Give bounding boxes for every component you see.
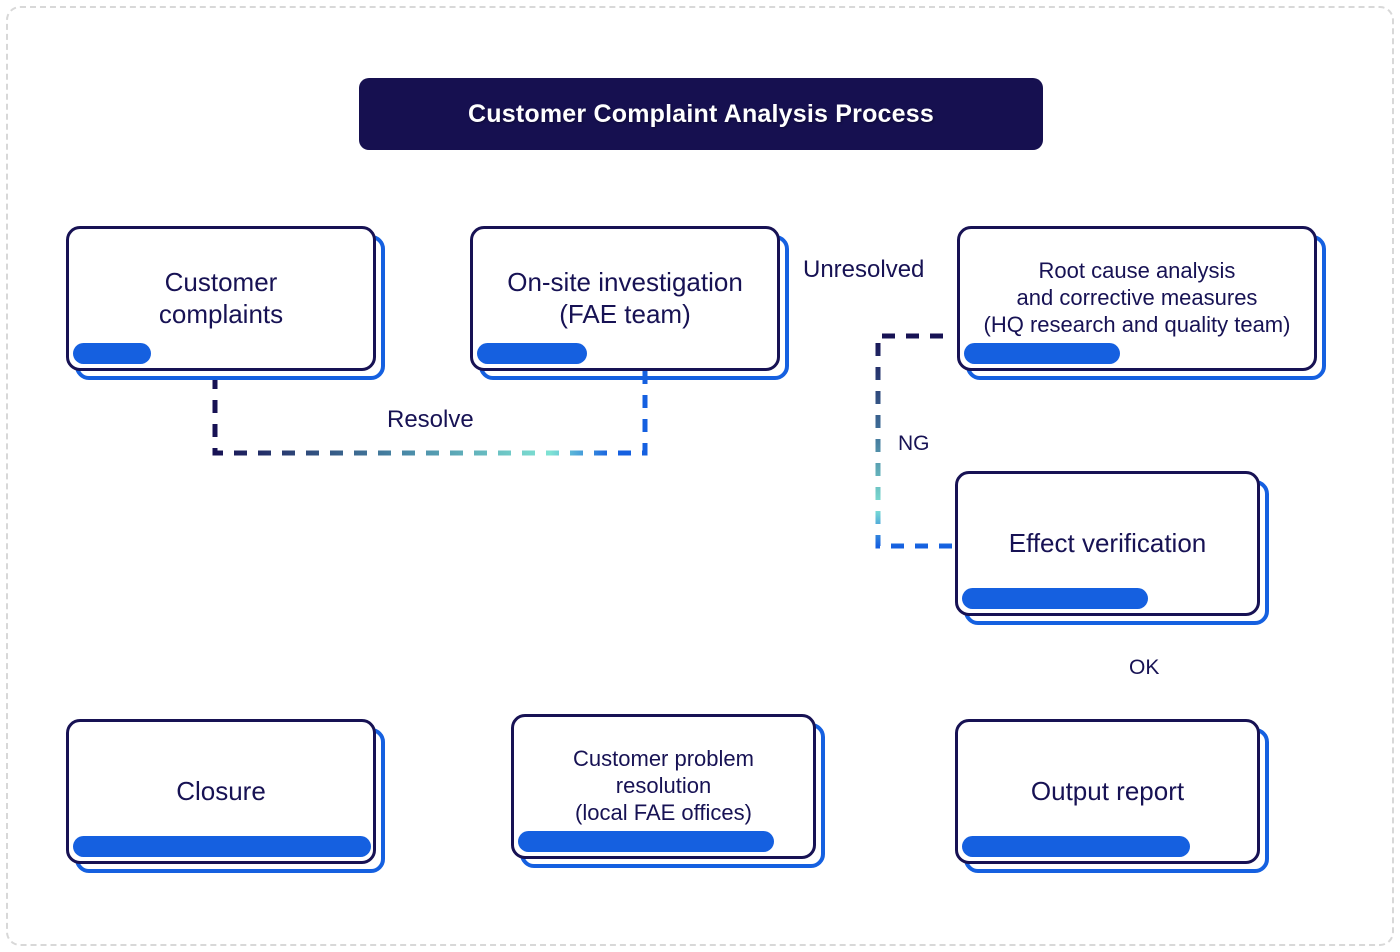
node-effect-verification[interactable]: Effect verification [955, 471, 1269, 625]
node-accent-bar [518, 831, 774, 852]
node-accent-bar [962, 836, 1190, 857]
node-root-cause-analysis[interactable]: Root cause analysis and corrective measu… [957, 226, 1326, 380]
node-card: Closure [66, 719, 376, 864]
node-output-report[interactable]: Output report [955, 719, 1269, 873]
node-label: Root cause analysis and corrective measu… [983, 258, 1291, 337]
edge-label-ng: NG [898, 432, 930, 455]
diagram-title: Customer Complaint Analysis Process [468, 99, 934, 128]
edge-label-ok: OK [1129, 656, 1160, 679]
edge-effect-to-rootcause [875, 333, 952, 549]
node-label: On-site investigation (FAE team) [507, 266, 743, 329]
node-label: Closure [176, 775, 266, 806]
node-customer-complaints[interactable]: Customer complaints [66, 226, 385, 380]
node-accent-bar [964, 343, 1120, 364]
node-card: On-site investigation (FAE team) [470, 226, 780, 371]
node-accent-bar [73, 343, 151, 364]
edge-label-resolve: Resolve [387, 406, 474, 433]
node-card: Customer problem resolution (local FAE o… [511, 714, 816, 859]
node-card: Effect verification [955, 471, 1260, 616]
node-accent-bar [962, 588, 1148, 609]
node-accent-bar [477, 343, 587, 364]
node-card: Output report [955, 719, 1260, 864]
node-card: Root cause analysis and corrective measu… [957, 226, 1317, 371]
diagram-title-banner: Customer Complaint Analysis Process [359, 78, 1043, 150]
node-accent-bar [73, 836, 371, 857]
node-customer-problem-resolution[interactable]: Customer problem resolution (local FAE o… [511, 714, 825, 868]
node-label: Output report [1030, 775, 1185, 806]
node-on-site-investigation[interactable]: On-site investigation (FAE team) [470, 226, 789, 380]
node-label: Customer problem resolution (local FAE o… [573, 746, 754, 825]
node-closure[interactable]: Closure [66, 719, 385, 873]
node-label: Effect verification [1008, 527, 1207, 558]
node-card: Customer complaints [66, 226, 376, 371]
edge-investigation-to-complaints [212, 371, 648, 456]
edge-label-unresolved: Unresolved [803, 256, 925, 283]
node-label: Customer complaints [158, 266, 284, 329]
